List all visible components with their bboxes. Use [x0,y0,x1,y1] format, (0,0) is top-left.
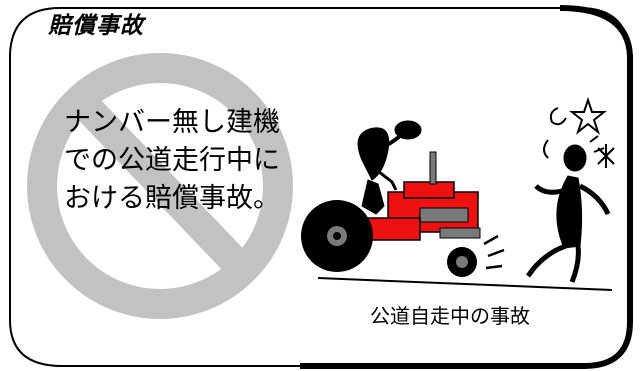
ground-line [317,277,613,291]
tractor-icon [301,151,481,277]
page-title: 賠償事故 [48,13,144,39]
motion-lines-icon [483,234,505,270]
accident-description: ナンバー無し建機での公道走行中における賠償事故。 [64,107,280,214]
dizzy-stars-icon [543,96,615,168]
driver-figure-icon [357,120,422,215]
illustration-caption: 公道自走中の事故 [370,304,530,328]
falling-person-icon [526,144,611,283]
